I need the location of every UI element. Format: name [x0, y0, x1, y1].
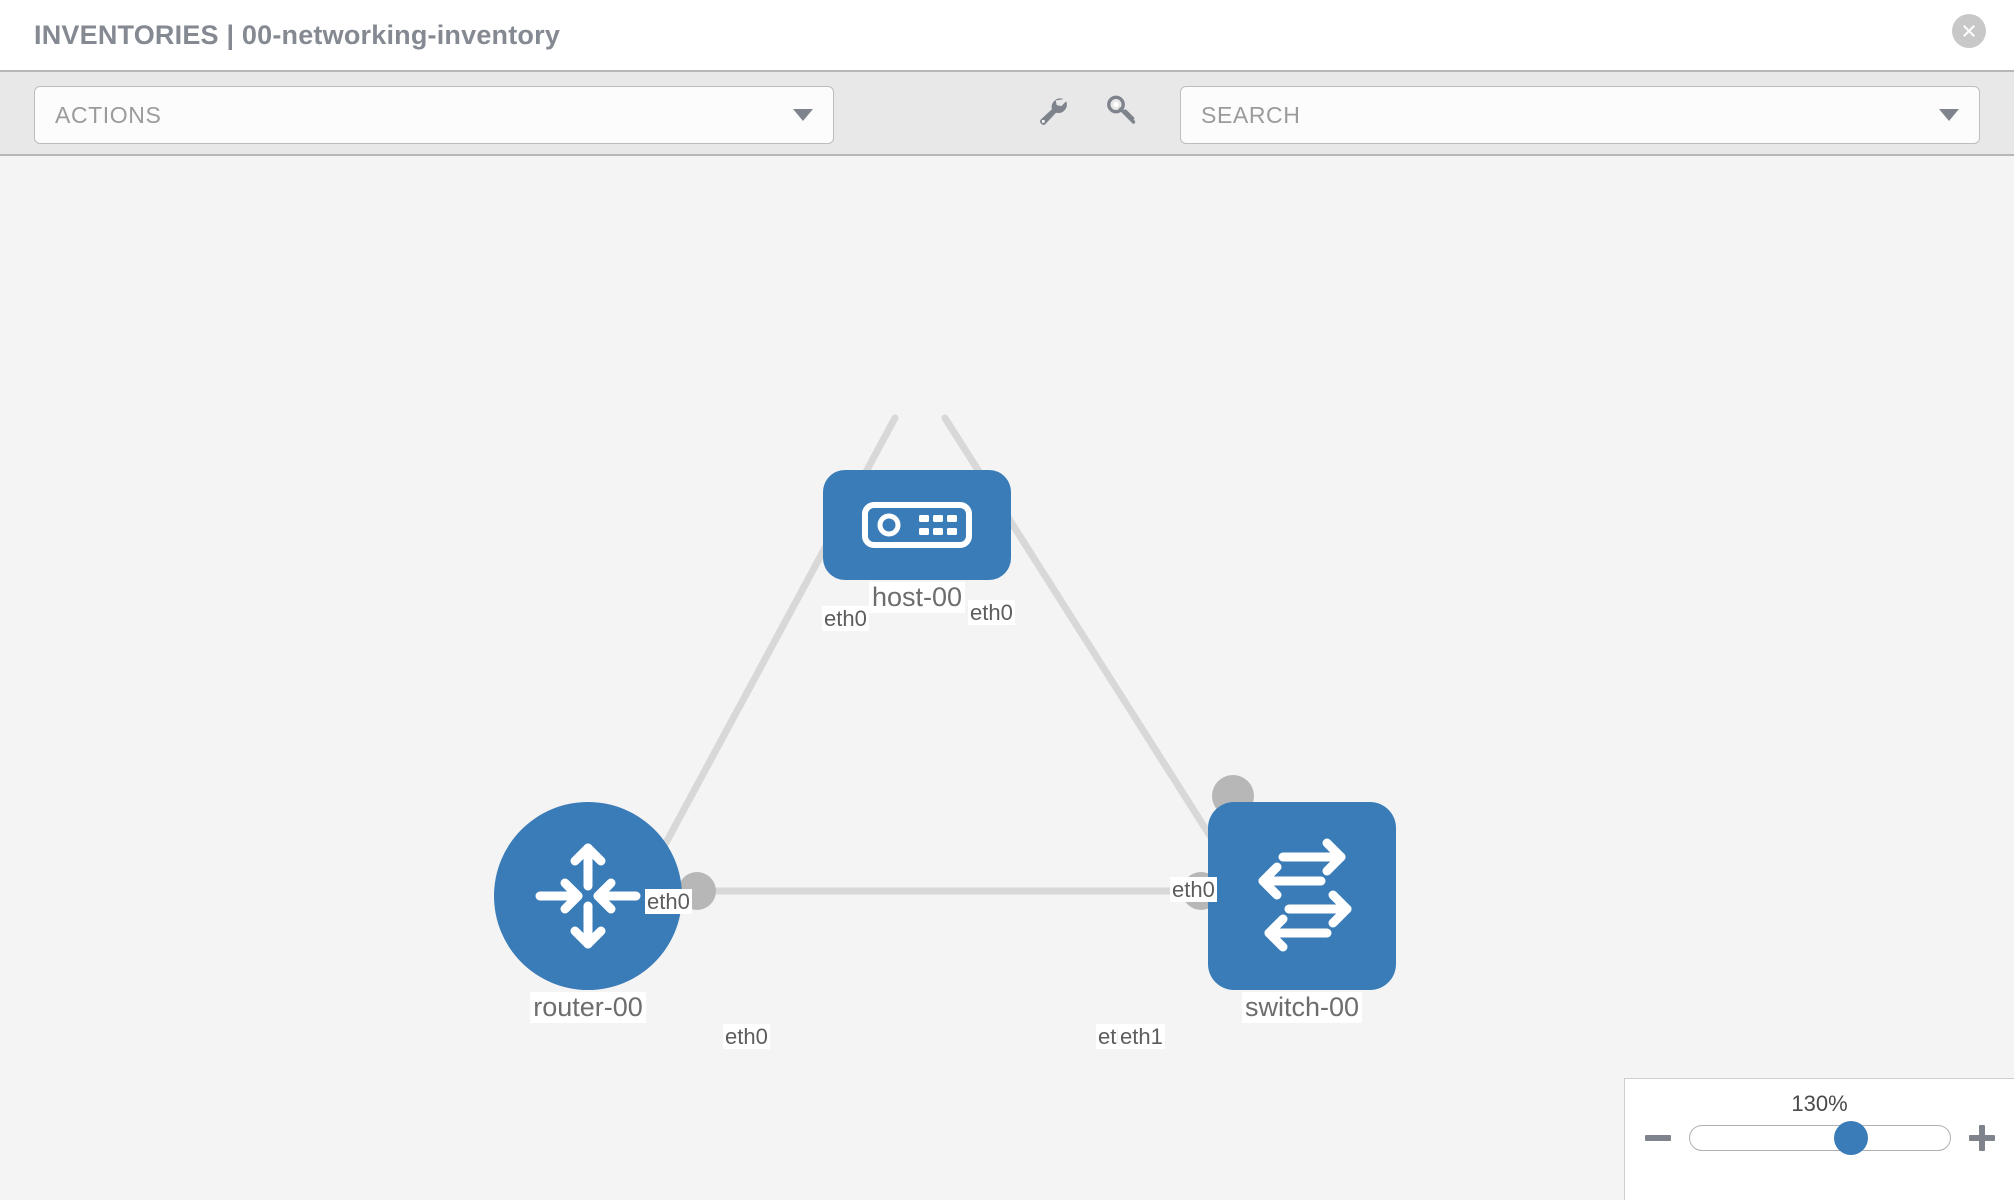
router-icon [535, 843, 641, 949]
page-header: INVENTORIES | 00-networking-inventory [0, 0, 2014, 70]
topology-canvas[interactable]: host-00 [0, 156, 2014, 1200]
page-title: INVENTORIES | 00-networking-inventory [34, 19, 561, 50]
iface-label-router-right: eth0 [723, 1024, 770, 1050]
topology-links [636, 414, 1249, 895]
toolbar: ACTIONS SEARCH [0, 70, 2014, 156]
iface-label-host-right: eth0 [968, 600, 1015, 626]
search-input[interactable]: SEARCH [1180, 86, 1980, 144]
node-switch-00[interactable]: switch-00 [1208, 802, 1396, 1024]
zoom-slider[interactable] [1688, 1121, 1951, 1155]
node-label-router-00: router-00 [530, 992, 646, 1024]
chevron-down-icon [1939, 109, 1959, 121]
switch-icon [1258, 838, 1352, 952]
router-icon-shape [494, 802, 682, 990]
node-router-00[interactable]: router-00 [494, 802, 682, 1024]
host-icon-shape [823, 470, 1011, 580]
zoom-out-button[interactable] [1644, 1125, 1671, 1151]
server-icon [862, 502, 972, 548]
actions-dropdown-label: ACTIONS [55, 101, 162, 128]
iface-label-switch-left-over: eth1 [1118, 1024, 1165, 1050]
search-placeholder: SEARCH [1201, 101, 1301, 128]
node-host-00[interactable]: host-00 [823, 470, 1011, 614]
iface-label-router-up: eth0 [645, 889, 692, 915]
zoom-slider-handle[interactable] [1833, 1121, 1868, 1155]
iface-label-switch-up: eth0 [1170, 877, 1217, 903]
zoom-slider-row [1625, 1121, 2014, 1155]
zoom-level-value: 130% [1791, 1091, 1848, 1116]
switch-icon-shape [1208, 802, 1396, 990]
close-icon[interactable] [1952, 14, 1986, 48]
toolbar-icon-group [1035, 94, 1139, 133]
node-label-host-00: host-00 [868, 582, 966, 614]
chevron-down-icon [793, 109, 813, 121]
iface-label-host-left: eth0 [822, 606, 869, 632]
zoom-in-button[interactable] [1968, 1125, 1995, 1151]
actions-dropdown[interactable]: ACTIONS [34, 86, 834, 144]
node-label-switch-00: switch-00 [1241, 992, 1363, 1024]
wrench-icon[interactable] [1035, 94, 1069, 133]
zoom-control-panel: 130% [1624, 1078, 2014, 1200]
key-icon[interactable] [1105, 94, 1139, 133]
